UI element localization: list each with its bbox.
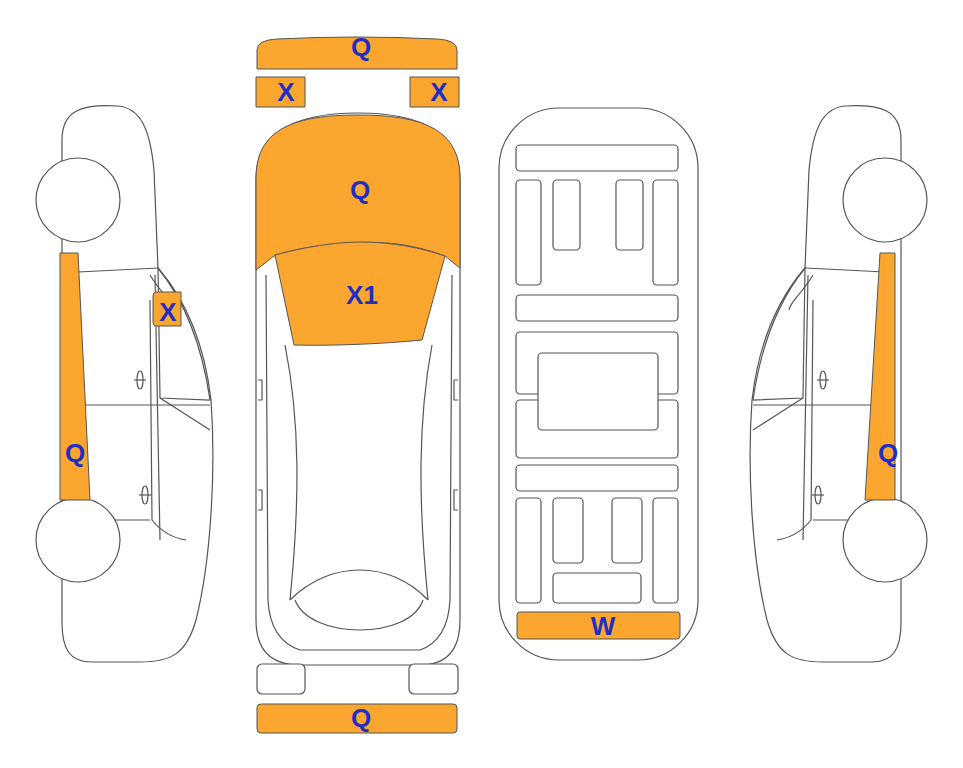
damage-code: Q bbox=[878, 440, 898, 466]
headlight-area: X bbox=[410, 77, 459, 107]
damage-code: Q bbox=[350, 177, 370, 203]
mirror-area: X bbox=[153, 292, 181, 326]
rear-bumper-area: Q bbox=[257, 704, 457, 733]
pillar-area: Q bbox=[862, 250, 897, 502]
damage-code: Q bbox=[65, 440, 85, 466]
damage-code: W bbox=[591, 613, 616, 639]
rear-underbody-area: W bbox=[517, 612, 680, 639]
damage-code: Q bbox=[351, 34, 371, 60]
pillar-area: Q bbox=[58, 250, 92, 502]
damage-code: X1 bbox=[346, 282, 378, 308]
front-bumper-area: Q bbox=[257, 36, 457, 70]
damage-code: Q bbox=[351, 705, 371, 731]
damage-code: X bbox=[159, 299, 176, 325]
headlight-area: X bbox=[256, 77, 305, 107]
damage-code: X bbox=[430, 79, 447, 105]
windshield-area: X1 bbox=[272, 240, 448, 348]
damage-code: X bbox=[277, 79, 294, 105]
